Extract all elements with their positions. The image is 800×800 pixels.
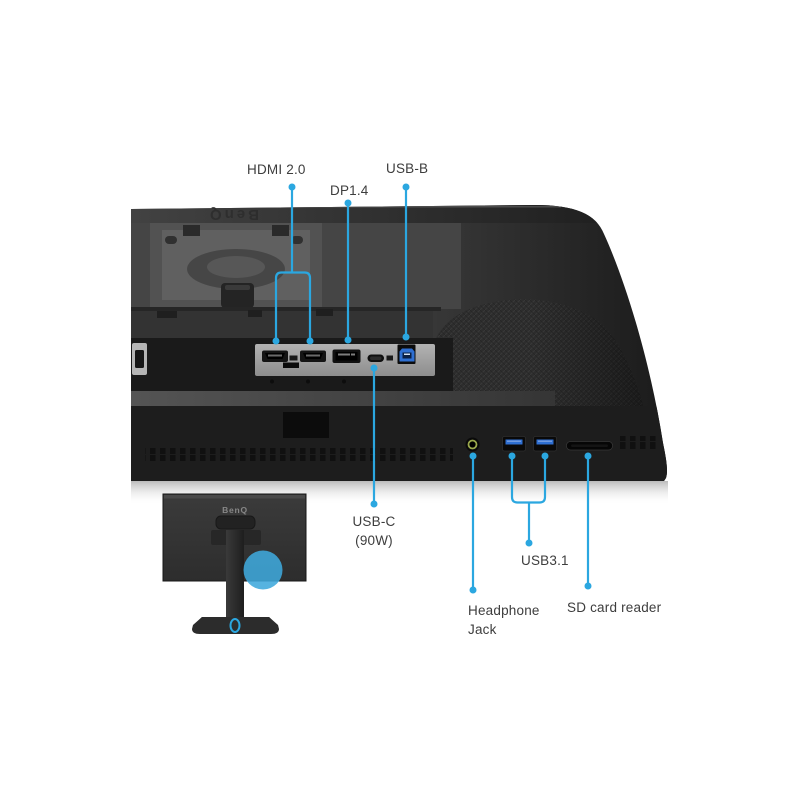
inset-stand-column <box>226 530 244 623</box>
usb-a-port-2 <box>533 436 557 452</box>
vent-slots-right <box>616 436 660 449</box>
sd-label: SD card reader <box>567 600 662 615</box>
usb-c-leader-line <box>370 364 378 508</box>
shell-seam <box>131 307 441 311</box>
panel-switch <box>283 362 299 368</box>
inset-brand-logo: BenQ <box>222 505 248 515</box>
inset-highlight-circle <box>243 550 283 590</box>
top-edge-band <box>131 205 601 223</box>
sd-leader-line <box>584 452 592 590</box>
hdmi-label: HDMI 2.0 <box>247 162 306 177</box>
callout-lines <box>272 183 592 594</box>
headphone-label-line2: Jack <box>468 622 497 637</box>
clip-slot-3 <box>316 309 333 316</box>
clip-slot-2 <box>248 310 262 317</box>
usb31-label: USB3.1 <box>521 553 569 568</box>
usb-b-label: USB-B <box>386 161 429 176</box>
dp-label: DP1.4 <box>330 183 369 198</box>
usb-c-label: USB-C (90W) <box>344 512 404 550</box>
headphone-label: Headphone Jack <box>468 601 540 639</box>
headphone-jack-port <box>465 437 480 452</box>
stand-release-latch-top <box>225 285 250 290</box>
bottom-cutout <box>283 412 329 438</box>
hdmi-port-2 <box>300 350 326 362</box>
inset-panel-top-highlight <box>164 495 305 499</box>
hdmi-leader-line <box>272 183 314 345</box>
screw-3 <box>342 379 346 384</box>
vent-slots-left <box>145 448 453 461</box>
headphone-leader-line <box>469 452 477 594</box>
panel-slot-1 <box>289 355 298 361</box>
clip-slot-1 <box>157 311 177 318</box>
inset-handle-recess <box>215 515 256 530</box>
usb-b-leader-line <box>402 183 410 341</box>
usb-a-port-1 <box>502 436 526 452</box>
usb31-leader-line <box>508 452 549 547</box>
usb-b-port <box>397 344 416 364</box>
mid-band <box>131 311 433 340</box>
usb-c-label-line1: USB-C <box>352 514 396 529</box>
screw-1 <box>270 379 274 384</box>
hdmi-port-1 <box>262 350 288 362</box>
main-brand-logo: BenQ <box>207 206 260 223</box>
usb-c-port <box>367 354 384 362</box>
vesa-clip-left <box>183 225 200 236</box>
screw-2 <box>306 379 310 384</box>
vesa-clip-right <box>272 225 289 236</box>
displayport-port <box>332 349 361 363</box>
panel-slot-2 <box>386 355 393 361</box>
inset-base <box>192 617 279 634</box>
screw-hole-right <box>291 236 303 244</box>
screw-hole-left <box>165 236 177 244</box>
main-monitor-photo <box>131 205 668 505</box>
stand-mount-ring-center <box>207 256 265 278</box>
inset-monitor: BenQ <box>162 493 307 634</box>
kensington-lock-slot <box>132 343 147 375</box>
inset-cable-hole-highlight <box>229 618 241 633</box>
headphone-label-line1: Headphone <box>468 603 540 618</box>
lower-shell-strip <box>131 391 555 406</box>
dp-leader-line <box>344 199 352 344</box>
sd-card-slot <box>566 441 613 451</box>
usb-c-label-line2: (90W) <box>355 533 393 548</box>
